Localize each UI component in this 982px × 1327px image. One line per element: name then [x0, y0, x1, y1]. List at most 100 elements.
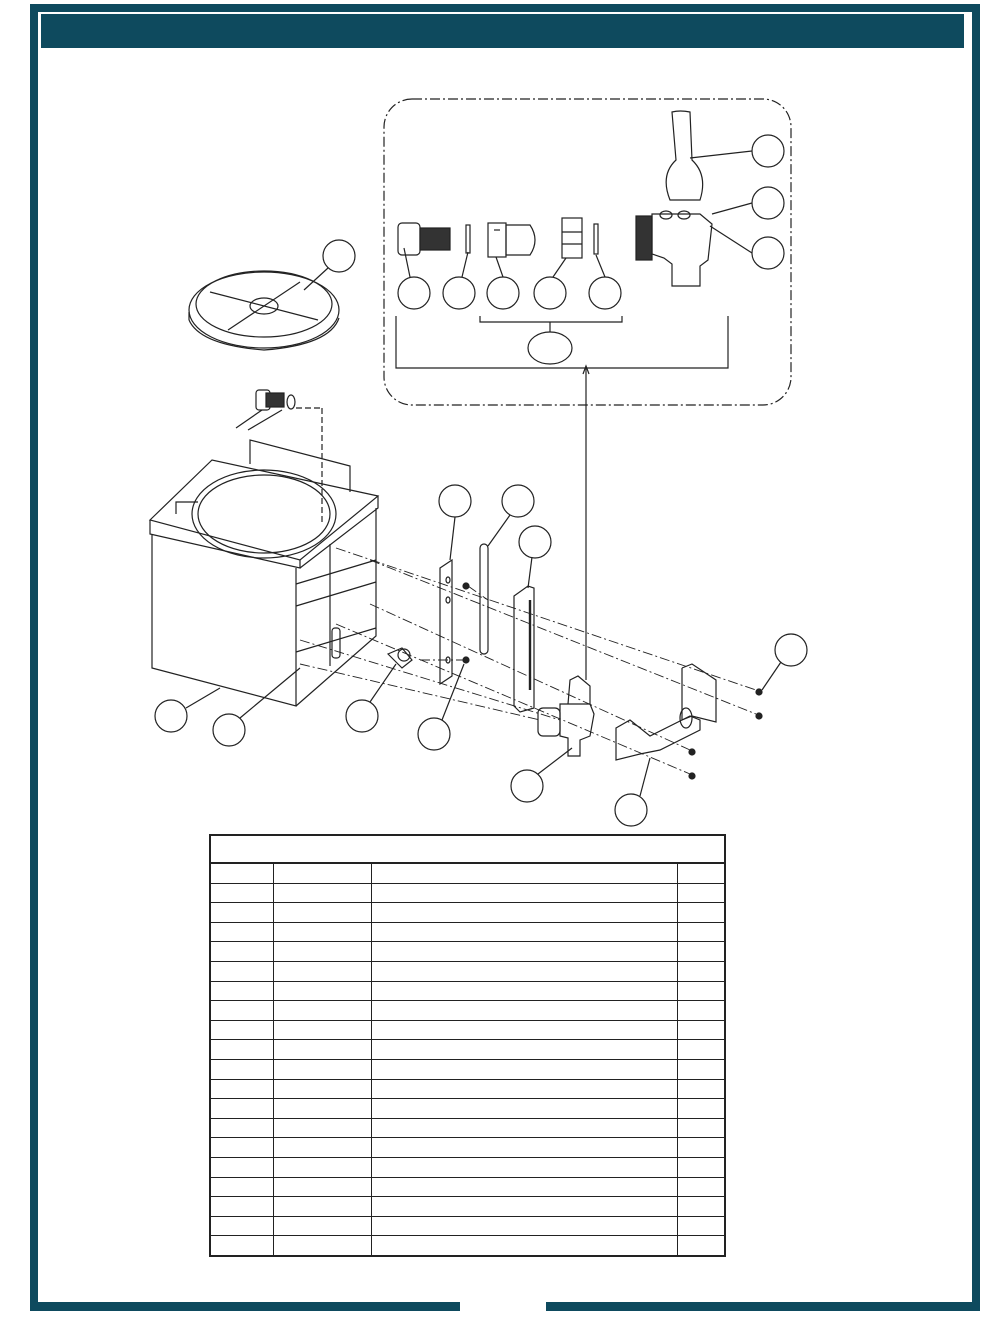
table-cell [272, 1196, 372, 1217]
table-cell [370, 1137, 678, 1158]
lid-fitting [235, 389, 323, 525]
table-row [209, 902, 726, 923]
table-cell [676, 1117, 726, 1139]
washer-2 [593, 223, 599, 255]
table-cell [370, 1039, 678, 1060]
table-cell [209, 960, 274, 982]
table-cell [272, 1137, 372, 1158]
page-frame [30, 4, 980, 1307]
callout-faucet-kit [395, 316, 729, 369]
table-cell [209, 1215, 274, 1237]
table-cell [209, 1098, 274, 1119]
table-cell [209, 921, 274, 943]
table-cell [370, 1000, 678, 1021]
faucet-body [635, 110, 713, 287]
callout-bracket [438, 484, 472, 561]
sight-glass-guard [513, 585, 535, 713]
callout-lid [303, 239, 356, 291]
callout-inset-2 [442, 251, 476, 310]
table-cell [370, 980, 678, 1002]
table-cell [370, 902, 678, 923]
table-cell [272, 1098, 372, 1119]
callout-inset-1 [397, 247, 431, 310]
table-cell [370, 1235, 678, 1257]
callout-right-screws [761, 633, 808, 691]
table-cell [272, 1235, 372, 1257]
callout-inset-3 [486, 256, 520, 310]
table-cell [209, 1117, 274, 1139]
table-row [209, 1117, 726, 1139]
urn-body [148, 439, 380, 707]
table-cell [370, 882, 678, 904]
table-cell [370, 941, 678, 962]
table-row [209, 1196, 726, 1217]
table-cell [370, 1098, 678, 1119]
faucet-nut-cap [487, 222, 536, 258]
table-cell [272, 1078, 372, 1100]
table-cell [676, 1098, 726, 1119]
table-cell [676, 1078, 726, 1100]
callout-guard [518, 525, 552, 589]
table-cell [676, 902, 726, 923]
table-cell [272, 1039, 372, 1060]
assembly-lines [299, 547, 757, 775]
table-cell [676, 1137, 726, 1158]
table-cell [676, 1000, 726, 1021]
table-row [209, 980, 726, 1002]
faucet-shank [397, 222, 451, 256]
parts-table-title [209, 834, 726, 864]
callout-inset-8 [709, 225, 785, 270]
table-cell [370, 1156, 678, 1178]
washer-1 [465, 224, 471, 254]
table-cell [370, 862, 678, 884]
callout-main-faucet [510, 747, 573, 803]
table-cell [370, 1215, 678, 1237]
table-cell [209, 1078, 274, 1100]
table-cell [370, 960, 678, 982]
table-cell [209, 902, 274, 923]
table-row [209, 1235, 726, 1257]
table-cell [370, 1117, 678, 1139]
table-cell [676, 941, 726, 962]
sight-glass-tube [479, 543, 489, 655]
table-cell [676, 980, 726, 1002]
table-cell [370, 1058, 678, 1080]
callout-tube [487, 484, 535, 547]
table-cell [209, 1196, 274, 1217]
header-bar [41, 14, 964, 48]
table-cell [676, 1196, 726, 1217]
table-cell [209, 1137, 274, 1158]
main-faucet [537, 675, 595, 757]
callout-elbow [345, 663, 397, 733]
table-cell [209, 862, 274, 884]
faucet-detail-inset [383, 98, 792, 406]
footer-bar-left [30, 1302, 460, 1311]
table-cell [272, 902, 372, 923]
table-cell [272, 1215, 372, 1237]
table-cell [209, 882, 274, 904]
footer-bar-right [546, 1302, 980, 1311]
table-cell [676, 1039, 726, 1060]
table-row [209, 921, 726, 943]
mounting-bracket-front [615, 707, 701, 761]
table-row [209, 1000, 726, 1021]
mounting-bracket-rear [681, 663, 717, 723]
table-cell [209, 1019, 274, 1041]
table-cell [209, 1176, 274, 1198]
table-row [209, 941, 726, 962]
table-cell [272, 1019, 372, 1041]
elbow-fitting [386, 647, 413, 669]
table-row [209, 1215, 726, 1237]
table-row [209, 1137, 726, 1158]
table-cell [272, 960, 372, 982]
table-cell [272, 1176, 372, 1198]
table-cell [370, 1196, 678, 1217]
table-row [209, 1019, 726, 1041]
callout-inset-5 [588, 254, 622, 310]
table-cell [676, 1019, 726, 1041]
leader-arrow [582, 364, 590, 375]
table-row [209, 1058, 726, 1080]
table-cell [272, 980, 372, 1002]
table-cell [272, 1117, 372, 1139]
table-cell [209, 1039, 274, 1060]
